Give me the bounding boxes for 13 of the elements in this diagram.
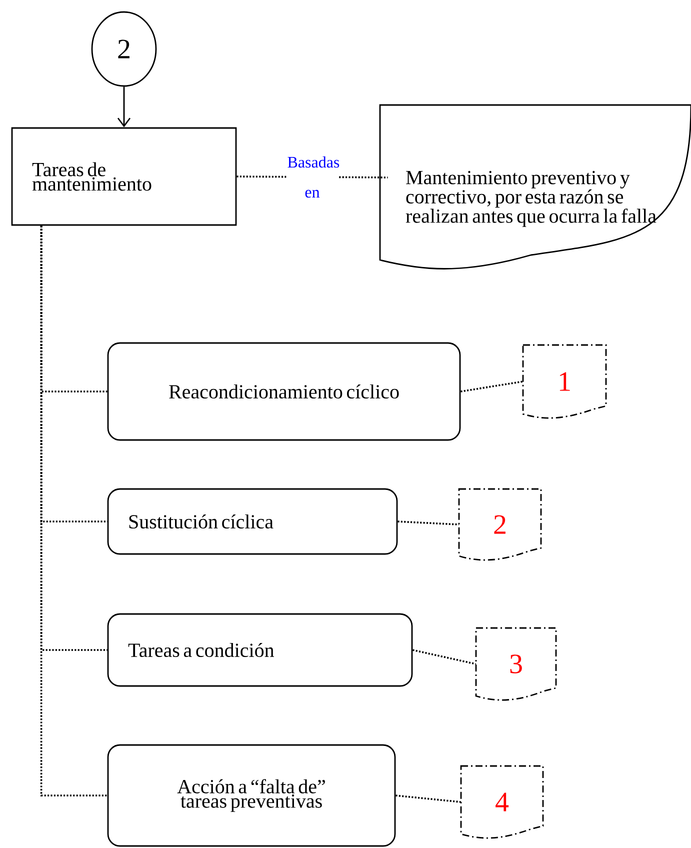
connector — [396, 794, 461, 803]
process-box: Tareas de mantenimiento — [11, 127, 237, 226]
connector — [460, 380, 523, 392]
circle-connector: 2 — [91, 11, 157, 87]
rounded-box: Sustitución cíclica — [107, 488, 398, 555]
connector — [412, 649, 476, 665]
rounded-box: Tareas a condición — [107, 613, 413, 687]
connector — [398, 520, 459, 526]
rounded-box: Reacondicionamiento cíclico — [107, 342, 461, 441]
rounded-box: Acción a “falta de” tareas preventivas — [107, 744, 396, 847]
connector — [40, 226, 108, 796]
edge-label: Basadas en — [288, 156, 340, 198]
connector — [117, 86, 131, 128]
